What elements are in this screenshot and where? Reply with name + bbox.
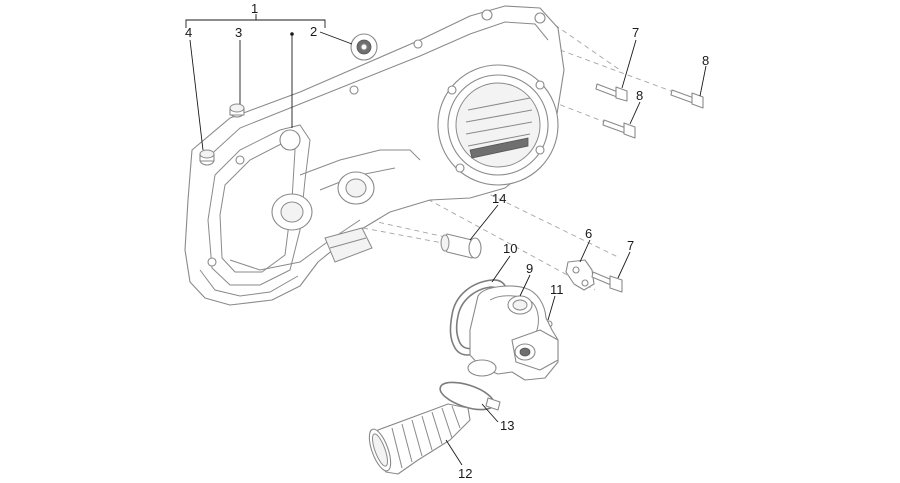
callout-2: 2 bbox=[310, 24, 317, 39]
callout-12: 12 bbox=[458, 466, 472, 481]
leader-lines bbox=[185, 14, 707, 466]
callout-14: 14 bbox=[492, 191, 506, 206]
callout-7-upper: 7 bbox=[632, 25, 639, 40]
callout-10: 10 bbox=[503, 241, 517, 256]
callout-1: 1 bbox=[251, 1, 258, 16]
bolt-part-7-lower bbox=[591, 271, 623, 293]
callout-11: 11 bbox=[550, 282, 564, 297]
bolt-part-8-right bbox=[670, 89, 704, 109]
bolt-part-8-left bbox=[602, 119, 636, 139]
callout-9: 9 bbox=[526, 261, 533, 276]
bellows-hose-part-12 bbox=[368, 403, 471, 475]
callout-8-right: 8 bbox=[702, 53, 709, 68]
callout-4: 4 bbox=[185, 25, 192, 40]
filter-part-14 bbox=[440, 233, 482, 259]
intake-manifold-part-9 bbox=[467, 285, 559, 381]
dowel-part-3 bbox=[229, 103, 245, 118]
callout-6: 6 bbox=[585, 226, 592, 241]
callout-7-lower: 7 bbox=[627, 238, 634, 253]
callout-13: 13 bbox=[500, 418, 514, 433]
transmission-cover bbox=[184, 5, 565, 306]
bearing-part-2 bbox=[350, 33, 378, 61]
hose-clamp-part-13 bbox=[439, 381, 501, 411]
dowel-part-4 bbox=[199, 149, 215, 166]
callout-8-lower: 8 bbox=[636, 88, 643, 103]
callout-3: 3 bbox=[235, 25, 242, 40]
bracket-part-6 bbox=[565, 259, 595, 291]
bolt-part-7-upper bbox=[595, 83, 628, 102]
callout-labels: 1 2 3 4 6 7 7 8 8 9 10 11 12 13 14 bbox=[185, 1, 709, 481]
